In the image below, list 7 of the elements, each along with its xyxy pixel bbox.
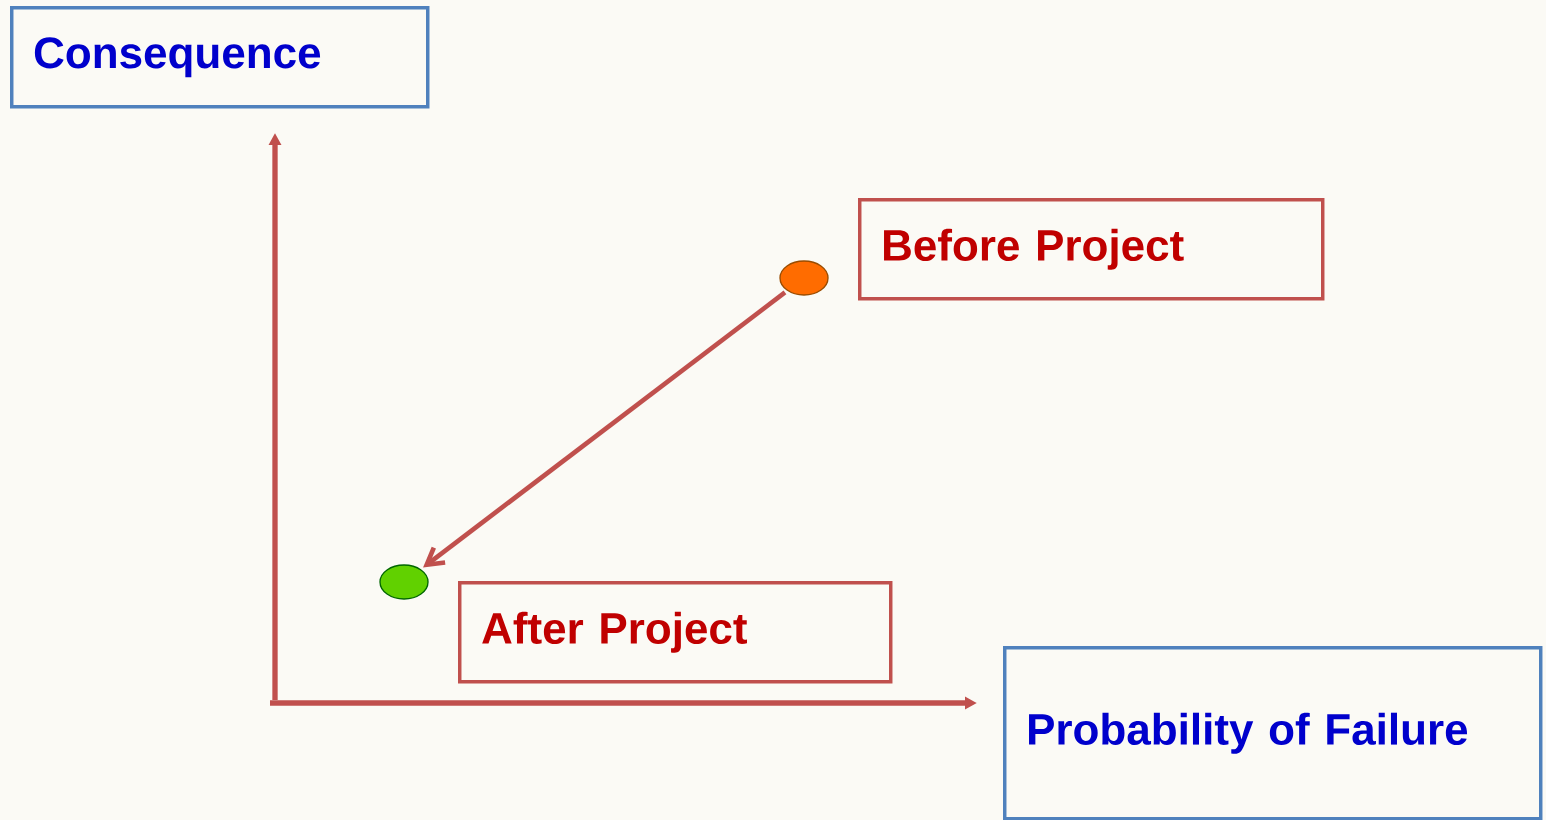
point-marker [779,260,829,296]
axis-title-box: Probability of Failure [1003,646,1543,820]
axis-title-box: Consequence [10,6,430,109]
point-marker [379,564,429,600]
state-label-box: Before Project [858,198,1325,301]
arrow [423,290,787,568]
state-label-box: After Project [458,581,893,684]
